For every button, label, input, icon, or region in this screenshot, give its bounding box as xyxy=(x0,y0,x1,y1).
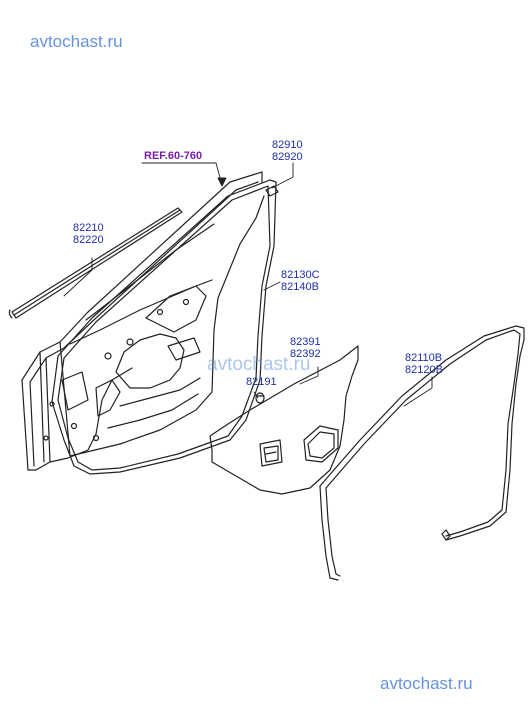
plug-part xyxy=(255,392,265,404)
door-trim-panel xyxy=(209,345,359,495)
callout-window-channel-line2: 82220 xyxy=(73,234,104,246)
door-weatherstrip xyxy=(51,179,277,475)
watermark-bottom: avtochast.ru xyxy=(380,674,473,693)
callout-clip-line2: 82920 xyxy=(272,151,303,163)
clip-part xyxy=(265,185,279,197)
callout-door-seal-line1: 82130C xyxy=(281,269,320,281)
watermark-middle: avtochast.ru xyxy=(207,354,311,375)
callout-clip-line1: 82910 xyxy=(272,139,303,151)
leader-lines xyxy=(63,162,433,407)
callout-opening-seal-line1: 82110B xyxy=(405,352,443,364)
callout-opening-seal-line2: 82120B xyxy=(405,364,443,376)
callout-window-channel-line1: 82210 xyxy=(73,222,104,234)
window-channel-strip xyxy=(8,207,183,319)
reference-label: REF.60-760 xyxy=(144,150,203,162)
callout-trim-panel-line1: 82391 xyxy=(290,336,321,348)
callout-plug: 82191 xyxy=(246,376,277,388)
callout-door-seal-line2: 82140B xyxy=(281,281,319,293)
door-inner-panel xyxy=(21,171,265,471)
body-opening-weatherstrip xyxy=(319,325,525,581)
watermark-top: avtochast.ru xyxy=(30,32,123,51)
callout-trim-panel-line2: 82392 xyxy=(290,348,321,360)
